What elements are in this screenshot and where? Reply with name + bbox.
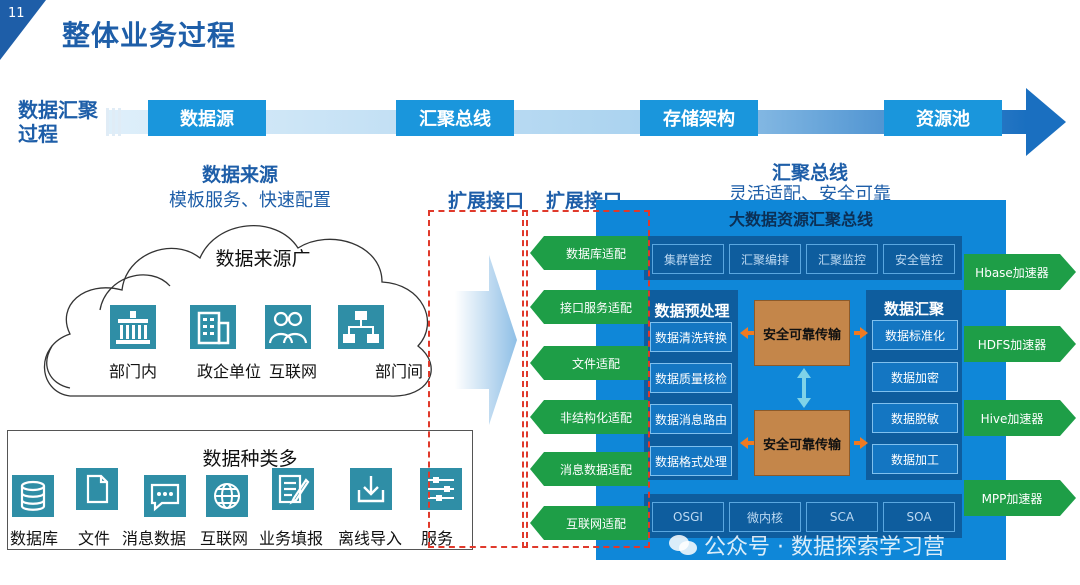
adapter-database-label: 数据库适配 [565, 246, 626, 261]
adapter-message-label: 消息数据适配 [559, 462, 632, 477]
preprocess-quality: 数据质量核检 [650, 363, 732, 393]
form-edit-icon [272, 468, 314, 510]
data-source-subtitle: 模板服务、快速配置 [169, 190, 331, 211]
watermark-text: 公众号 · 数据探索学习营 [704, 535, 945, 560]
framework-microkernel: 微内核 [729, 502, 801, 532]
step-data-source: 数据源 [148, 100, 266, 136]
source-label-inter-department: 部门间 [374, 362, 423, 381]
accelerator-hdfs: HDFS加速器 [964, 326, 1076, 362]
step-resource-pool: 资源池 [884, 100, 1002, 136]
accelerator-hbase-label: Hbase加速器 [975, 265, 1049, 280]
adapter-internet: 互联网适配 [530, 506, 648, 540]
import-icon [350, 468, 392, 510]
network-hierarchy-icon [338, 305, 384, 349]
page-corner-badge [0, 0, 46, 60]
control-monitoring: 汇聚监控 [806, 244, 878, 274]
source-label-enterprise: 政企单位 [196, 362, 261, 381]
preprocess-format: 数据格式处理 [650, 446, 732, 476]
extension-label-1: 扩展接口 [448, 190, 525, 212]
cloud-shape [43, 225, 432, 397]
adapter-database: 数据库适配 [530, 236, 648, 270]
page-title: 整体业务过程 [62, 19, 237, 52]
data-source-title: 数据来源 [201, 164, 278, 186]
type-label-internet: 互联网 [200, 529, 249, 548]
globe-icon [206, 475, 248, 517]
aggregate-mask: 数据脱敏 [872, 403, 958, 433]
type-label-database: 数据库 [10, 529, 59, 548]
preprocess-title: 数据预处理 [654, 302, 730, 320]
framework-sca: SCA [806, 502, 878, 532]
extension-dashed-box-1 [428, 210, 528, 548]
adapter-unstructured: 非结构化适配 [530, 400, 648, 434]
service-sliders-icon [420, 468, 462, 510]
accelerator-hive-label: Hive加速器 [980, 411, 1044, 426]
bus-header-subtitle: 灵活适配、安全可靠 [729, 184, 891, 205]
framework-soa: SOA [883, 502, 955, 532]
adapter-interface-service: 接口服务适配 [530, 290, 648, 324]
bus-title: 大数据资源汇聚总线 [728, 210, 873, 229]
flow-arrow [455, 255, 517, 425]
preprocess-routing: 数据消息路由 [650, 404, 732, 434]
people-icon [265, 305, 311, 349]
type-label-import: 离线导入 [338, 529, 403, 548]
data-types-title: 数据种类多 [202, 448, 298, 470]
accelerator-mpp: MPP加速器 [964, 480, 1076, 516]
source-label-internet: 互联网 [268, 362, 317, 381]
wechat-icon [669, 535, 697, 555]
type-label-form: 业务填报 [259, 529, 324, 548]
type-label-message: 消息数据 [122, 529, 187, 548]
file-icon [76, 468, 118, 510]
source-label-internal: 部门内 [108, 362, 157, 381]
step-storage: 存储架构 [640, 100, 758, 136]
data-types-panel [7, 430, 473, 550]
step-aggregation-bus: 汇聚总线 [396, 100, 514, 136]
adapter-internet-label: 互联网适配 [565, 516, 626, 531]
aggregate-process: 数据加工 [872, 444, 958, 474]
transfer-connectors [740, 327, 868, 449]
process-label: 数据汇聚过程 [18, 98, 98, 146]
extension-dashed-box-2 [522, 210, 650, 548]
watermark: 公众号 · 数据探索学习营 [668, 530, 1068, 560]
government-building-icon [110, 305, 156, 349]
accelerator-hdfs-label: HDFS加速器 [977, 337, 1047, 352]
adapter-file-label: 文件适配 [571, 356, 620, 371]
aggregate-standardize: 数据标准化 [872, 320, 958, 350]
office-building-icon [190, 305, 236, 349]
accelerator-mpp-label: MPP加速器 [981, 491, 1043, 506]
type-label-file: 文件 [78, 529, 111, 548]
accelerator-hbase: Hbase加速器 [964, 254, 1076, 290]
secure-transfer-bottom: 安全可靠传输 [754, 410, 850, 476]
message-icon [144, 475, 186, 517]
bus-header-title: 汇聚总线 [771, 162, 848, 184]
adapter-interface-service-label: 接口服务适配 [559, 300, 632, 315]
aggregate-title: 数据汇聚 [883, 300, 944, 318]
control-orchestration: 汇聚编排 [729, 244, 801, 274]
adapter-file: 文件适配 [530, 346, 648, 380]
accelerator-hive: Hive加速器 [964, 400, 1076, 436]
adapter-message: 消息数据适配 [530, 452, 648, 486]
secure-transfer-top: 安全可靠传输 [754, 300, 850, 366]
framework-osgi: OSGI [652, 502, 724, 532]
page-number: 11 [8, 6, 25, 21]
aggregate-encrypt: 数据加密 [872, 362, 958, 392]
database-icon [12, 475, 54, 517]
adapter-unstructured-label: 非结构化适配 [559, 410, 632, 425]
preprocess-clean: 数据清洗转换 [650, 322, 732, 352]
cloud-title: 数据来源广 [215, 248, 311, 270]
control-security: 安全管控 [883, 244, 955, 274]
control-cluster: 集群管控 [652, 244, 724, 274]
